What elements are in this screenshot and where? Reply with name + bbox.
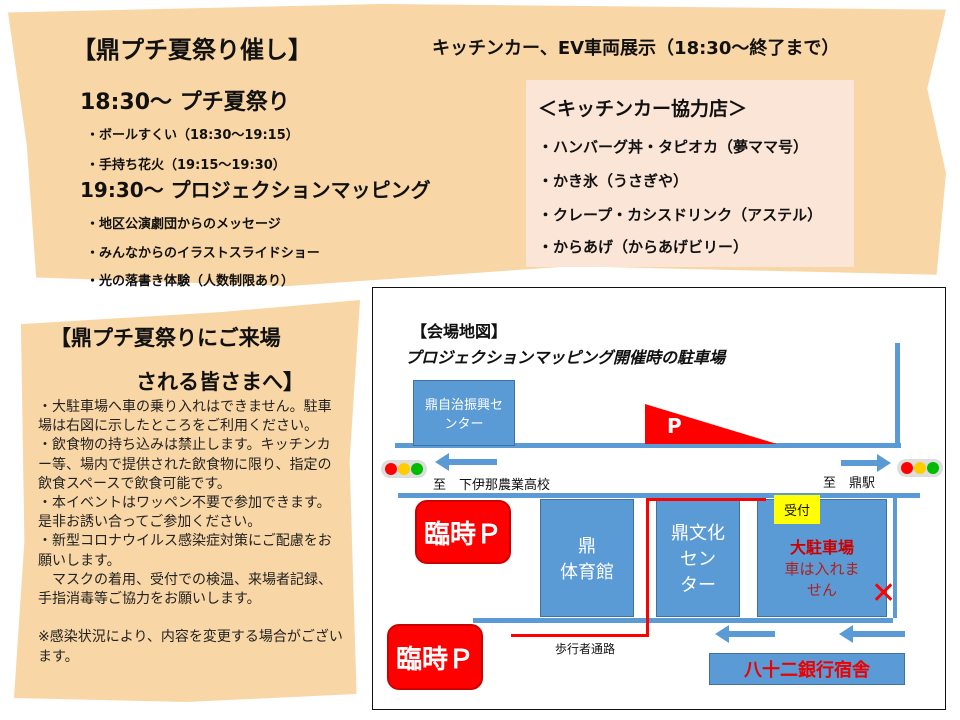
- map-subtitle: プロジェクションマッピング開催時の駐車場: [405, 348, 726, 367]
- notice-title-2: される皆さまへ】: [136, 370, 304, 394]
- road: [893, 498, 897, 618]
- program-item: ・ボールすくい（18:30～19:15）: [86, 128, 299, 143]
- to-left-label: 至 下伊那農業高校: [433, 478, 551, 493]
- program-item: ・光の落書き体験（人数制限あり）: [86, 274, 295, 289]
- bank-dormitory: 八十二銀行宿舎: [709, 653, 905, 685]
- notice-title: 【鼎プチ夏祭りにご来場: [50, 326, 281, 350]
- kitchen-car-box: [526, 80, 854, 267]
- culture-center-label: 鼎文化 セン ター: [671, 523, 725, 596]
- road: [398, 493, 920, 498]
- walkway-label: 歩行者通路: [555, 642, 616, 656]
- section1-heading: 18:30～ プチ夏祭り: [80, 90, 290, 115]
- culture-center: 鼎文化 セン ター: [656, 499, 740, 617]
- program-item: ・手持ち花火（19:15～19:30）: [86, 158, 286, 173]
- bank-dormitory-label: 八十二銀行宿舎: [744, 660, 870, 681]
- temp-parking-label: 臨時Ｐ: [395, 644, 474, 675]
- notice-panel: [14, 300, 360, 702]
- gymnasium-label: 鼎 体育館: [560, 536, 614, 583]
- road: [395, 443, 901, 448]
- notice-body: ・大駐車場へ車の乗り入れはできません。駐車場は右図に示したところをご利用ください…: [38, 399, 343, 665]
- to-right-label: 至 鼎駅: [823, 476, 876, 491]
- program-item: ・みんなからのイラストスライドショー: [86, 246, 320, 261]
- temp-parking-1: 臨時Ｐ: [415, 500, 511, 564]
- parking-p-label: P: [667, 414, 682, 438]
- parking-triangle: [645, 404, 777, 444]
- no-entry-label: 車は入れま せん: [784, 560, 860, 599]
- no-entry-x-icon: ✕: [871, 576, 897, 611]
- kitchen-item: ・クレープ・カシスドリンク（アステル）: [538, 206, 823, 224]
- temp-parking-label: 臨時Ｐ: [423, 519, 502, 550]
- walkway-route: [646, 498, 766, 501]
- venue-map: 【会場地図】 プロジェクションマッピング開催時の駐車場 鼎自治振興センター P …: [372, 287, 946, 710]
- traffic-light-right: [897, 459, 943, 477]
- walkway-route: [511, 634, 648, 637]
- map-title: 【会場地図】: [411, 322, 508, 341]
- left-arrow-icon: [435, 453, 497, 471]
- event-title: 【鼎プチ夏祭り催し】: [72, 36, 312, 64]
- walkway-route: [646, 499, 649, 637]
- section2-heading: 19:30～ プロジェクションマッピング: [80, 178, 431, 202]
- kitchen-item: ・からあげ（からあげビリー）: [538, 238, 749, 256]
- jichi-center-label: 鼎自治振興センター: [424, 398, 503, 432]
- left-arrow-icon: [839, 625, 905, 643]
- program-item: ・地区公演劇団からのメッセージ: [86, 217, 281, 232]
- traffic-light-left: [381, 460, 427, 478]
- left-arrow-icon: [715, 625, 775, 643]
- reception-label: 受付: [774, 495, 820, 524]
- temp-parking-2: 臨時Ｐ: [387, 624, 483, 690]
- jichi-center: 鼎自治振興センター: [413, 380, 515, 446]
- kitchen-item: ・ハンバーグ丼・タピオカ（夢ママ号）: [538, 138, 809, 156]
- kitchen-item: ・かき氷（うさぎや）: [538, 172, 689, 190]
- event-subtitle: キッチンカー、EV車両展示（18:30～終了まで）: [432, 38, 840, 59]
- large-parking-label: 大駐車場: [789, 538, 854, 557]
- right-arrow-icon: [841, 454, 891, 472]
- kitchen-heading: ＜キッチンカー協力店＞: [538, 98, 748, 120]
- gymnasium: 鼎 体育館: [540, 499, 634, 617]
- road: [895, 343, 900, 448]
- road: [473, 618, 893, 623]
